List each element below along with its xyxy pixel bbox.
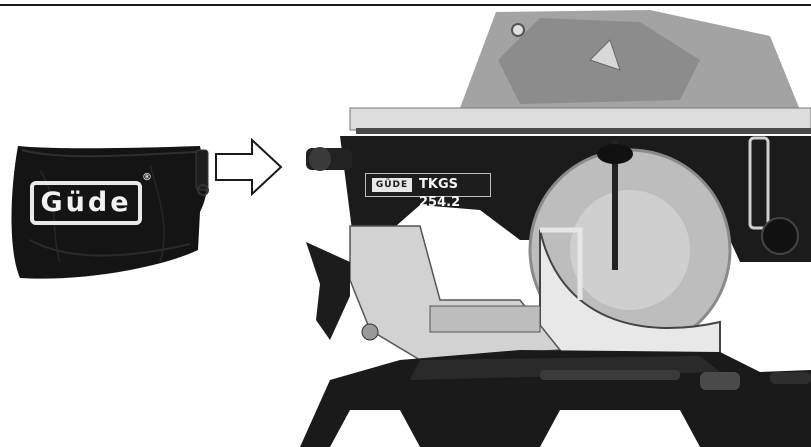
bag-brand-logo: Güde ® [30, 173, 152, 225]
model-name: TKGS 254.2 [419, 177, 461, 210]
model-plate-brand-logo: GÜDE [372, 178, 412, 192]
registered-mark: ® [142, 172, 152, 183]
model-plate: GÜDE TKGS 254.2 [365, 173, 491, 210]
right-arrow-icon [215, 137, 283, 197]
bag-brand-text: Güde [40, 187, 132, 218]
table-miter-saw [300, 10, 811, 447]
page-top-rule [0, 4, 811, 6]
dust-bag [11, 146, 209, 279]
